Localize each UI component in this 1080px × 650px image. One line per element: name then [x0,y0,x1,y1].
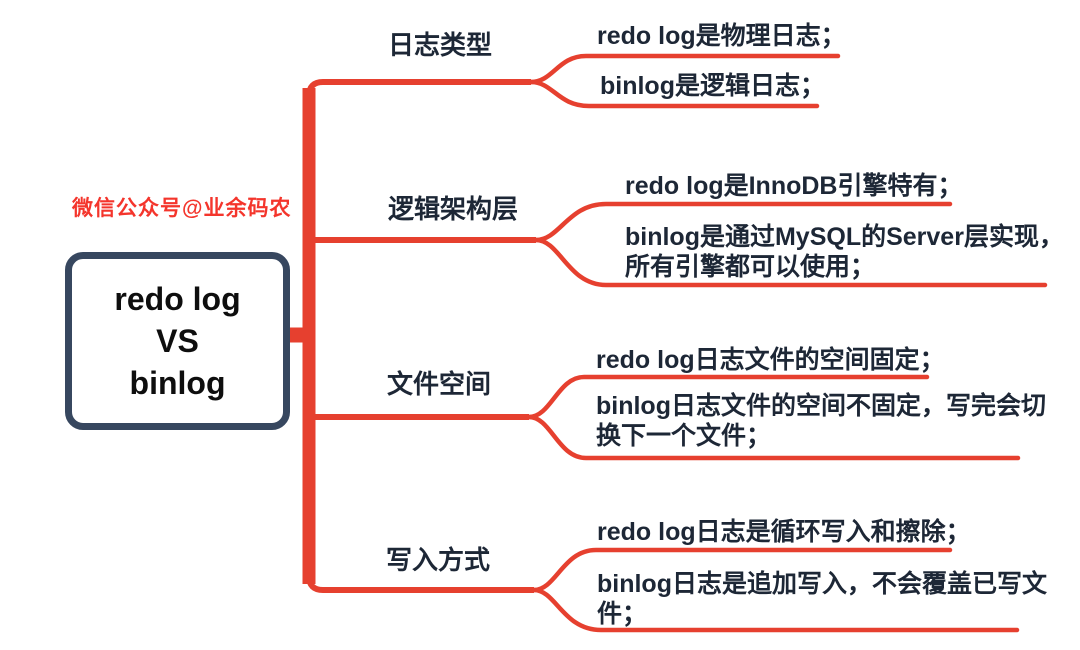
leaf-line: binlog日志是追加写入，不会覆盖已写文 [597,570,1047,598]
leaf-binlog-type: binlog是逻辑日志； [600,71,825,101]
leaf-redo-log-write-mode: redo log日志是循环写入和擦除； [597,517,971,547]
leaf-line: binlog是逻辑日志； [600,72,825,100]
fork-branch3-leaf1 [526,374,930,420]
fork-branch2-leaf2 [533,237,1048,288]
leaf-line: redo log是物理日志； [597,22,846,50]
leaf-line: 换下一个文件； [596,422,772,450]
center-node: redo log VS binlog [65,252,290,430]
leaf-binlog-file-space: binlog日志文件的空间不固定，写完会切 换下一个文件； [596,391,1046,451]
leaf-line: 件； [597,600,648,628]
leaf-line: binlog是通过MySQL的Server层实现， [625,223,1064,251]
leaf-redo-log-architecture: redo log是InnoDB引擎特有； [625,171,962,201]
fork-branch2-leaf1 [533,201,953,243]
leaf-binlog-write-mode: binlog日志是追加写入，不会覆盖已写文 件； [597,569,1047,629]
fork-branch4-leaf1 [531,547,953,593]
branch-label-log-type: 日志类型 [388,30,493,60]
leaf-line: redo log是InnoDB引擎特有； [625,172,963,200]
leaf-redo-log-type: redo log是物理日志； [597,21,846,51]
center-node-line-1: redo log [114,281,241,317]
branch-label-file-space: 文件空间 [387,369,492,399]
branch-label-architecture-layer: 逻辑架构层 [388,194,519,224]
branch-1-line [306,79,531,97]
fork-branch4-leaf2 [531,587,1020,633]
watermark-text: 微信公众号@业余码农 [72,197,292,220]
fork-branch1-leaf2 [528,79,820,109]
fork-branch3-leaf2 [526,414,1021,461]
center-node-line-3: binlog [129,365,226,401]
leaf-redo-log-file-space: redo log日志文件的空间固定； [596,345,945,375]
leaf-line: redo log日志是循环写入和擦除； [597,518,971,546]
branch-4-line [306,575,534,593]
leaf-binlog-architecture: binlog是通过MySQL的Server层实现， 所有引擎都可以使用； [625,222,1064,282]
leaf-line: 所有引擎都可以使用； [625,253,876,281]
center-node-line-2: VS [156,323,199,359]
branch-label-write-mode: 写入方式 [386,545,491,575]
leaf-line: binlog日志文件的空间不固定，写完会切 [596,392,1046,420]
leaf-line: redo log日志文件的空间固定； [596,346,945,374]
